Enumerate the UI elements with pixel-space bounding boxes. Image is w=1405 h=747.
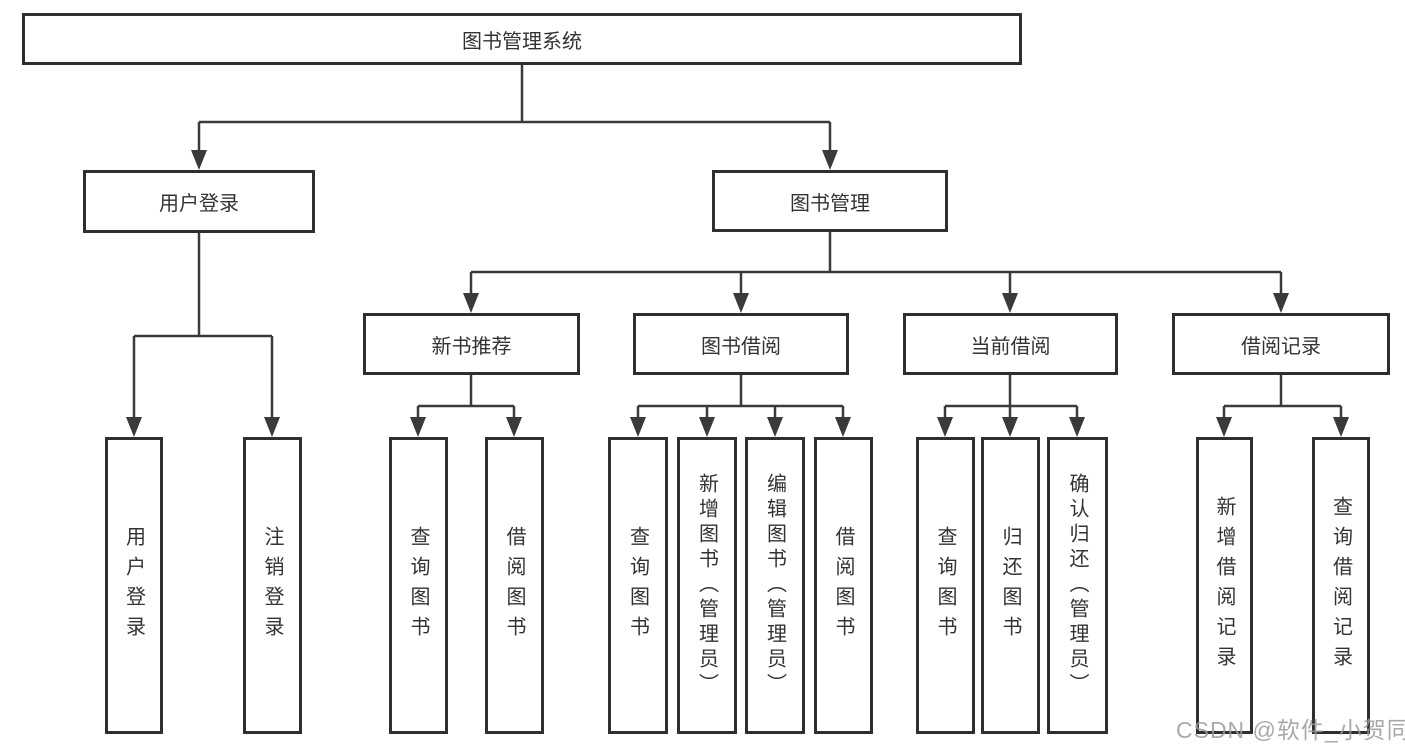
node-book-borrowing: 图书借阅 xyxy=(633,313,849,375)
node-query-books-current: 查询图书 xyxy=(916,437,975,734)
node-query-books-recommend: 查询图书 xyxy=(389,437,448,734)
node-edit-book-admin: 编辑图书（管理员） xyxy=(745,437,805,734)
watermark: CSDN @软件_小贺同学 xyxy=(1176,717,1405,743)
node-query-books-borrow: 查询图书 xyxy=(608,437,668,734)
node-current-borrowing: 当前借阅 xyxy=(903,313,1118,375)
node-borrowing-records: 借阅记录 xyxy=(1172,313,1390,375)
node-book-management: 图书管理 xyxy=(712,170,948,232)
node-query-borrow-record: 查询借阅记录 xyxy=(1312,437,1370,734)
node-library-management-system: 图书管理系统 xyxy=(22,13,1022,65)
node-user-login: 用户登录 xyxy=(83,170,315,233)
node-borrow-books-leaf: 借阅图书 xyxy=(814,437,873,734)
node-logout: 注销登录 xyxy=(243,437,302,734)
node-confirm-return-admin: 确认归还（管理员） xyxy=(1047,437,1108,734)
node-return-books: 归还图书 xyxy=(981,437,1040,734)
node-add-book-admin: 新增图书（管理员） xyxy=(677,437,737,734)
node-user-login-leaf: 用户登录 xyxy=(105,437,163,734)
node-borrow-books-recommend: 借阅图书 xyxy=(485,437,544,734)
node-add-borrow-record: 新增借阅记录 xyxy=(1196,437,1253,734)
node-new-book-recommendation: 新书推荐 xyxy=(363,313,580,375)
